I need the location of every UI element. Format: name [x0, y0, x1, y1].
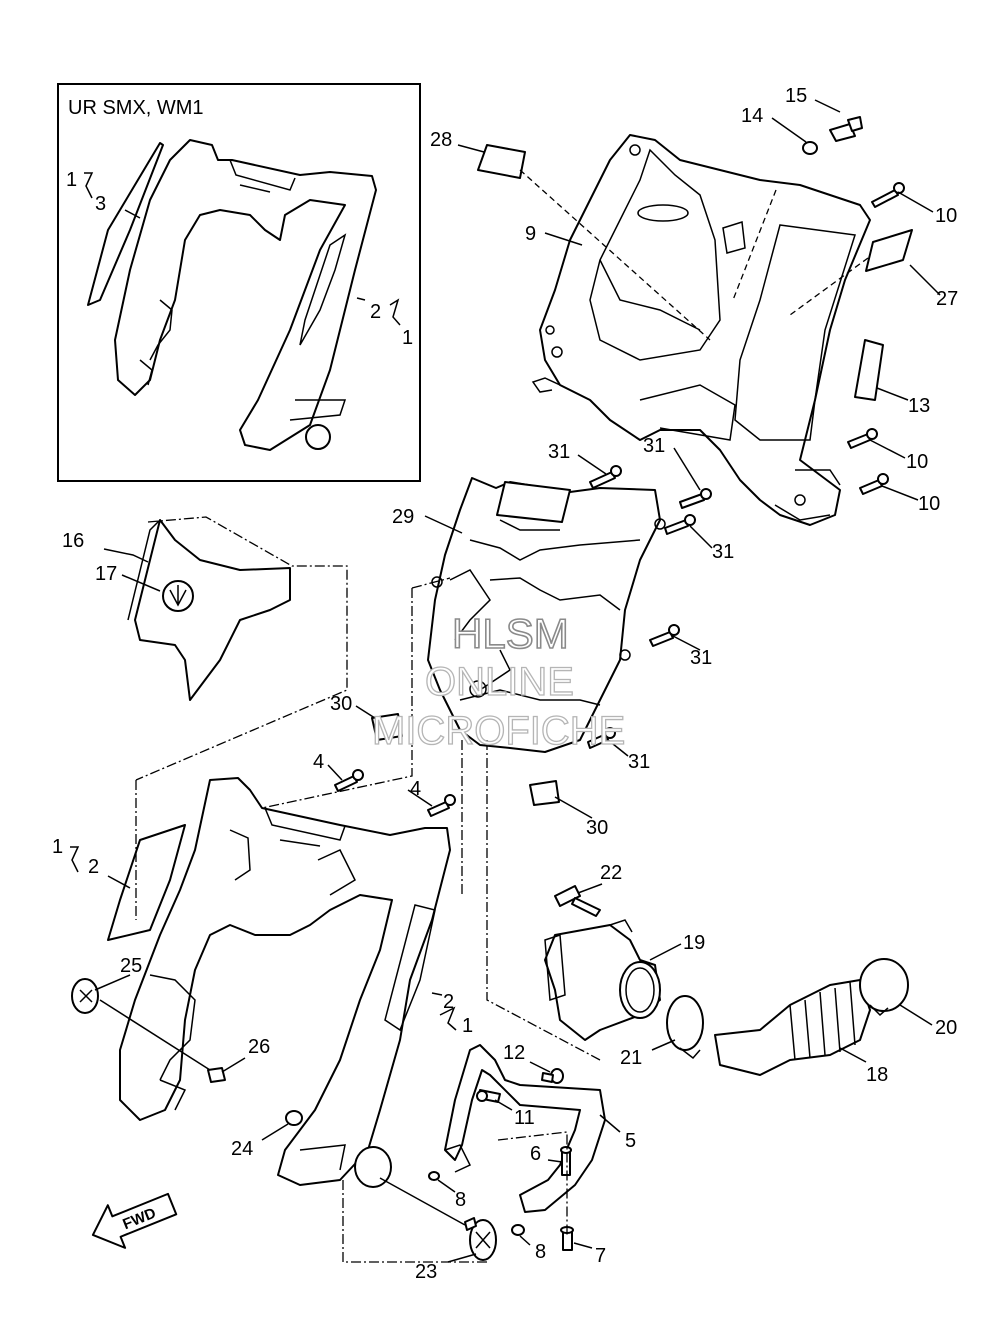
callout-31-d: 31	[690, 647, 712, 669]
washer-14	[802, 141, 818, 155]
callout-13: 13	[908, 395, 930, 417]
callout-12: 12	[503, 1042, 525, 1064]
inset-callout-3: 3	[95, 193, 106, 215]
callout-24: 24	[231, 1138, 253, 1160]
bolt-31-c	[664, 514, 696, 535]
watermark-line2: ONLINE	[425, 660, 574, 704]
callout-30-b: 30	[586, 817, 608, 839]
callout-31-e: 31	[628, 751, 650, 773]
callout-10-a: 10	[935, 205, 957, 227]
hose-18	[714, 979, 871, 1076]
leader-lines	[70, 99, 941, 1263]
inset-decal	[87, 142, 164, 306]
callout-22: 22	[600, 862, 622, 884]
callout-1-c: 1	[462, 1015, 473, 1037]
pad-28	[477, 144, 526, 179]
callout-26: 26	[248, 1036, 270, 1058]
callout-16: 16	[62, 530, 84, 552]
bolt-10-a	[871, 182, 905, 208]
callout-15: 15	[785, 85, 807, 107]
callout-20: 20	[935, 1017, 957, 1039]
grommet-8-a	[428, 1171, 440, 1181]
callout-2-c: 2	[443, 991, 454, 1013]
clamp-20	[859, 958, 909, 1017]
callout-2-b: 2	[88, 856, 99, 878]
callout-numbers: 15 14 28 9 10 27 13 10 10 31 31 31 29 31…	[52, 85, 958, 1283]
callout-27: 27	[936, 288, 958, 310]
bolt-10-c	[859, 473, 889, 495]
callout-25: 25	[120, 955, 142, 977]
front-cover-main	[119, 777, 451, 1188]
callout-8-b: 8	[535, 1241, 546, 1263]
clip-30-b	[529, 780, 560, 806]
callout-14: 14	[741, 105, 763, 127]
clip-30-a	[371, 713, 403, 741]
callout-4-b: 4	[410, 778, 421, 800]
bolt-31-b	[679, 488, 712, 509]
callout-10-b: 10	[906, 451, 928, 473]
callout-7: 7	[595, 1245, 606, 1267]
nut-26	[207, 1067, 226, 1083]
forward-arrow: FWD	[91, 1192, 178, 1249]
inset-front-cover	[114, 139, 377, 451]
callout-5: 5	[625, 1130, 636, 1152]
callout-18: 18	[866, 1064, 888, 1086]
callout-31-b: 31	[643, 435, 665, 457]
bolt-15	[829, 116, 863, 142]
bolt-4-b	[427, 794, 456, 817]
bolt-31-d	[649, 624, 680, 647]
bolt-4-a	[334, 769, 364, 792]
callout-17: 17	[95, 563, 117, 585]
bolt-11	[476, 1089, 501, 1103]
callout-1-b: 1	[52, 836, 63, 858]
callout-6: 6	[530, 1143, 541, 1165]
watermark: HLSM ONLINE MICROFICHE	[371, 609, 626, 753]
callout-19: 19	[683, 932, 705, 954]
nut-12	[541, 1068, 564, 1084]
callout-10-c: 10	[918, 493, 940, 515]
knob-25	[71, 978, 99, 1014]
joint-19	[544, 919, 661, 1041]
watermark-line3: MICROFICHE	[372, 709, 625, 753]
bolt-10-b	[847, 428, 878, 449]
inset-callout-2: 2	[370, 301, 381, 323]
bolt-22	[554, 885, 601, 917]
grommet-24	[285, 1110, 303, 1126]
inner-cover-9	[531, 134, 871, 526]
callout-11: 11	[514, 1107, 535, 1129]
callout-31-a: 31	[548, 441, 570, 463]
callout-29: 29	[392, 506, 414, 528]
callout-23: 23	[415, 1261, 437, 1283]
watermark-line1: HLSM	[452, 610, 569, 657]
grommet-8-b	[511, 1224, 525, 1236]
cap-23	[464, 1217, 497, 1261]
callout-21: 21	[620, 1047, 642, 1069]
inset-callout-1-b: 1	[402, 327, 413, 349]
clamp-21	[666, 995, 704, 1060]
inset-panel: UR SMX, WM1	[57, 83, 421, 482]
inset-callout-1: 1	[66, 169, 77, 191]
bolt-31-a	[589, 465, 622, 489]
callout-28: 28	[430, 129, 452, 151]
decal-left	[107, 824, 186, 941]
callout-9: 9	[525, 223, 536, 245]
inset-title: UR SMX, WM1	[68, 97, 204, 119]
callout-31-c: 31	[712, 541, 734, 563]
callout-8-a: 8	[455, 1189, 466, 1211]
emblem-panel-16	[127, 519, 291, 701]
callout-4-a: 4	[313, 751, 324, 773]
decal-27	[865, 229, 913, 272]
pad-13	[854, 339, 884, 401]
callout-30-a: 30	[330, 693, 352, 715]
bolt-6	[560, 1146, 572, 1176]
leg-shield-29	[427, 477, 666, 753]
